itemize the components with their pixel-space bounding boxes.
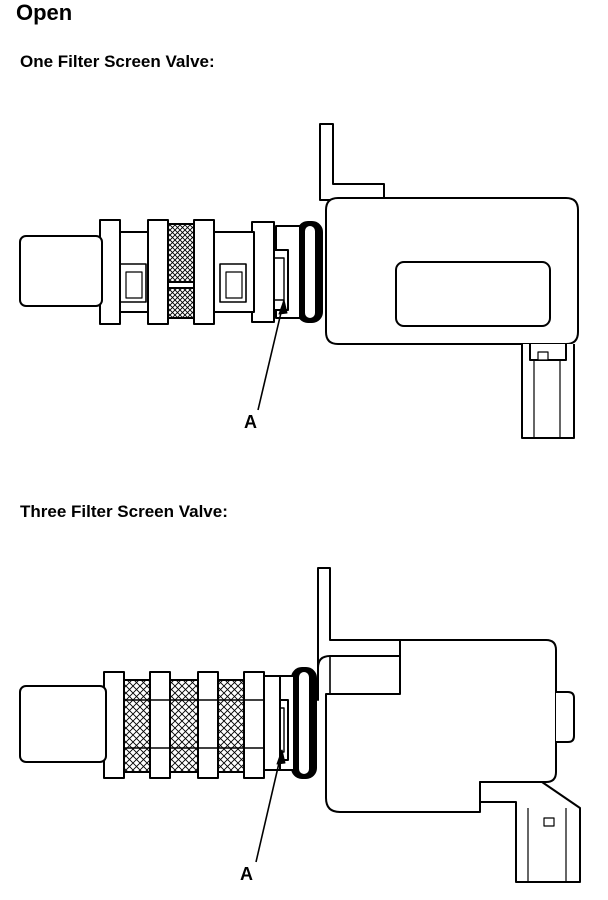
valve-tip — [19, 235, 103, 307]
leader-line-a — [255, 749, 283, 863]
electrical-connector — [521, 344, 575, 439]
electrical-connector — [479, 781, 581, 883]
body-label-recess — [395, 261, 551, 327]
filter-screen-2 — [169, 679, 199, 773]
leader-line-a — [257, 299, 285, 411]
mounting-bracket — [319, 123, 385, 201]
one-filter-valve-diagram — [19, 123, 579, 439]
one-filter-heading: One Filter Screen Valve: — [20, 52, 215, 71]
filter-screen-1 — [123, 679, 151, 773]
three-filter-valve-diagram — [19, 567, 581, 883]
solenoid-body — [325, 639, 557, 813]
callout-a-one: A — [244, 412, 257, 432]
filter-screen-3 — [217, 679, 245, 773]
valve-tip — [19, 685, 107, 763]
filter-screen — [167, 223, 195, 283]
mounting-bracket — [317, 567, 401, 701]
callout-a-three: A — [240, 864, 253, 884]
page-title: Open — [16, 0, 73, 25]
three-filter-heading: Three Filter Screen Valve: — [20, 502, 228, 521]
